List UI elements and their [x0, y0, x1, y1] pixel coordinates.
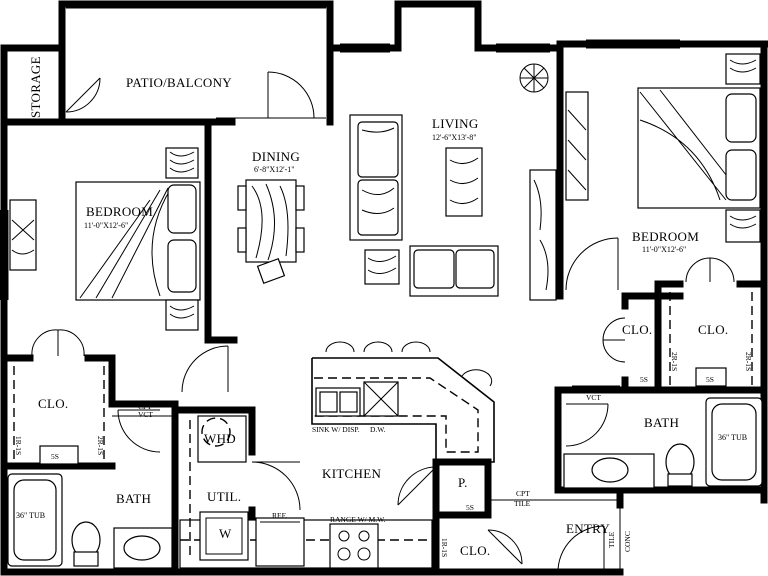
shelf-note-4: 2R-1S: [670, 352, 679, 371]
labels: STORAGE PATIO/BALCONY LIVING 12'-6"X13'-…: [14, 56, 753, 558]
note-sink: SINK W/ DISP.: [312, 425, 360, 434]
label-closet-left: CLO.: [38, 396, 68, 411]
label-bath-left: BATH: [116, 491, 151, 506]
note-tub-right: 36" TUB: [718, 433, 747, 442]
note-dw: D.W.: [370, 425, 386, 434]
label-living: LIVING: [432, 116, 479, 131]
shelf-note-3: 5S: [51, 452, 59, 461]
refrigerator: [255, 517, 305, 567]
bar-stools: [325, 341, 493, 387]
label-living-dim: 12'-6"X13'-8": [432, 133, 477, 142]
plant-icon: [519, 63, 549, 93]
label-utility: UTIL.: [207, 489, 241, 504]
note-cpt-tile-1: CPT: [516, 489, 530, 498]
label-entry: ENTRY: [566, 521, 610, 536]
label-storage: STORAGE: [28, 56, 43, 118]
shelf-note-7: 5S: [640, 375, 648, 384]
label-patio: PATIO/BALCONY: [126, 75, 232, 90]
label-bedroom-left: BEDROOM: [86, 204, 153, 219]
shelf-note-8: 5S: [466, 503, 474, 512]
label-closet-right-a: CLO.: [622, 322, 652, 337]
note-range: RANGE W/ M.W.: [330, 515, 386, 524]
note-cpt-left: CPT: [138, 402, 152, 411]
shelf-note-6: 5S: [706, 375, 714, 384]
range: [329, 523, 379, 569]
shelf-note-1: 1R-1S: [14, 436, 23, 455]
note-ref: REF.: [272, 511, 287, 520]
doors: [31, 71, 735, 573]
shelf-note-5: 2R-1S: [744, 352, 753, 371]
water-heater: [197, 415, 247, 463]
label-pantry: P.: [458, 475, 468, 490]
label-closet-entry: CLO.: [460, 543, 490, 558]
note-whd: WHD: [204, 431, 236, 446]
label-bedroom-left-dim: 11'-0"X12'-6": [84, 221, 128, 230]
furniture: [7, 53, 763, 569]
note-vct-left: VCT: [138, 410, 153, 419]
note-washer: W: [219, 526, 232, 541]
flooring-lines: [112, 385, 621, 572]
label-dining: DINING: [252, 149, 300, 164]
label-kitchen: KITCHEN: [322, 466, 381, 481]
kitchen-area: [179, 341, 495, 569]
note-tile: TILE: [607, 531, 616, 548]
label-bath-right: BATH: [644, 415, 679, 430]
label-bedroom-right: BEDROOM: [632, 229, 699, 244]
note-cpt-right: CPT: [586, 384, 600, 393]
note-vct-right: VCT: [586, 393, 601, 402]
windows: [0, 7, 680, 300]
shelf-note-9: 1R-1S: [440, 538, 449, 557]
note-conc: CONC: [623, 531, 632, 552]
label-closet-right-b: CLO.: [698, 322, 728, 337]
note-tub-left: 36" TUB: [16, 511, 45, 520]
label-dining-dim: 6'-8"X12'-1": [254, 165, 295, 174]
washer: [199, 511, 249, 561]
label-bedroom-right-dim: 11'-0"X12'-6": [642, 245, 686, 254]
shelf-note-2: 2R-1S: [96, 436, 105, 455]
note-cpt-tile-2: TILE: [514, 499, 531, 508]
